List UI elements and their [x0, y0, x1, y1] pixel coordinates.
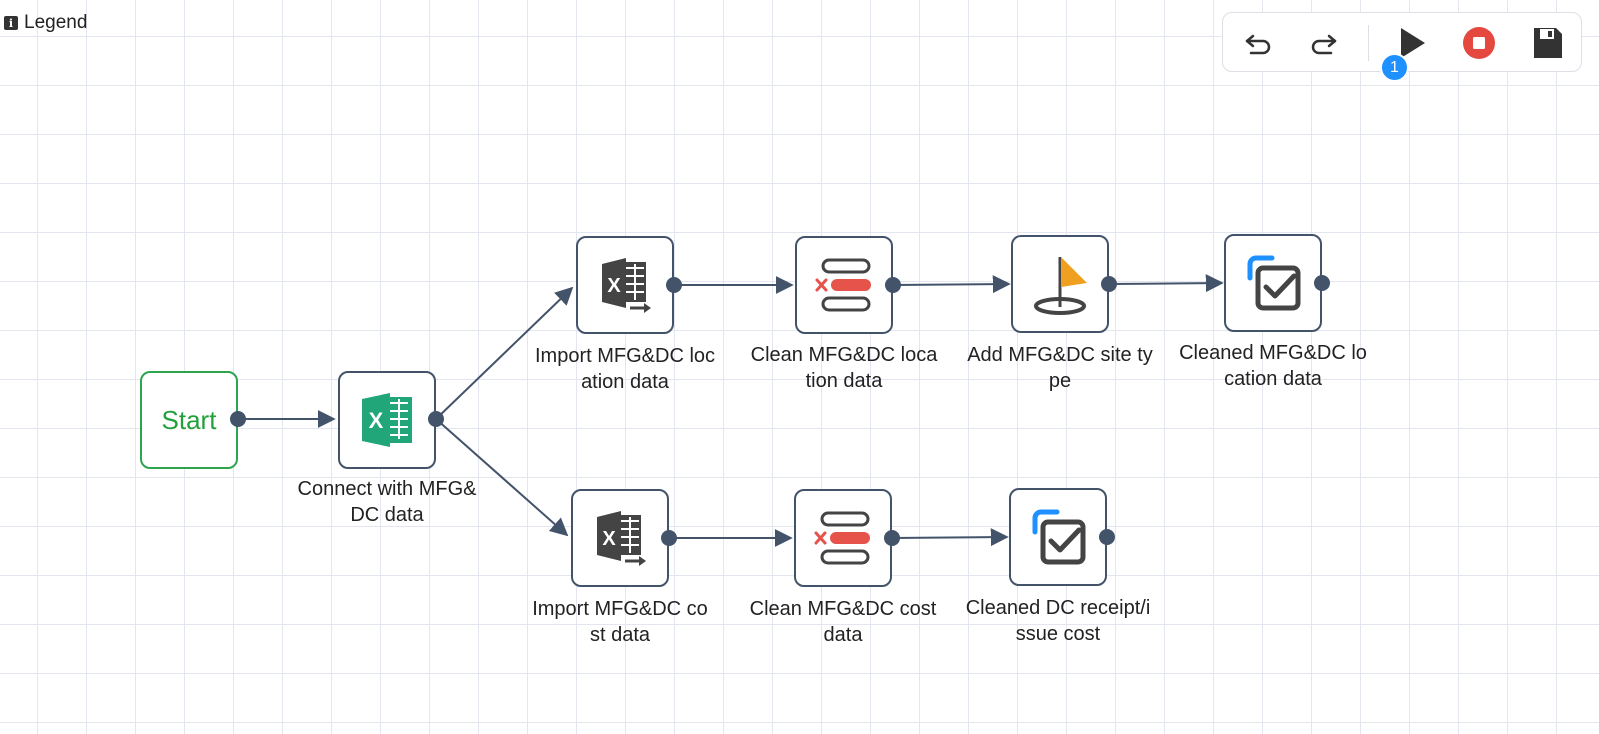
- node-start[interactable]: Start: [140, 371, 238, 469]
- undo-icon: [1245, 34, 1271, 55]
- undo-button[interactable]: [1241, 25, 1277, 61]
- flag-icon: [1034, 257, 1087, 315]
- node-cleaned-location-data[interactable]: [1224, 234, 1322, 332]
- port-connect-out[interactable]: [428, 411, 444, 427]
- node-connect-mfg-dc-data[interactable]: X: [338, 371, 436, 469]
- node-cleaned-cost[interactable]: [1009, 488, 1107, 586]
- save-button[interactable]: [1529, 25, 1565, 61]
- redo-icon: [1311, 34, 1337, 55]
- play-icon: [1401, 28, 1425, 58]
- clean-data-icon: [815, 258, 871, 312]
- edge-clean-location-add-site: [892, 275, 1011, 294]
- excel-import-icon: X: [602, 258, 651, 313]
- port-import-location-out[interactable]: [666, 277, 682, 293]
- node-connect-label: Connect with MFG&DC data: [297, 478, 477, 526]
- run-button[interactable]: [1393, 25, 1429, 61]
- port-add-site-out[interactable]: [1101, 276, 1117, 292]
- redo-button[interactable]: [1305, 25, 1341, 61]
- start-label: Start: [161, 404, 217, 435]
- stop-icon: [1463, 27, 1495, 59]
- node-import-location-data[interactable]: X: [576, 236, 674, 334]
- checked-output-icon: [1247, 255, 1301, 311]
- info-icon: i: [4, 16, 18, 30]
- port-clean-location-out[interactable]: [885, 277, 901, 293]
- port-import-cost-out[interactable]: [661, 530, 677, 546]
- node-import-cost-data[interactable]: X: [571, 489, 669, 587]
- edge-connect-import-location: [435, 286, 574, 420]
- edge-connect-import-cost: [435, 418, 569, 537]
- port-clean-cost-out[interactable]: [884, 530, 900, 546]
- port-cleaned-location-out[interactable]: [1314, 275, 1330, 291]
- legend[interactable]: i Legend: [4, 12, 87, 34]
- node-clean-location-data[interactable]: [795, 236, 893, 334]
- svg-text:X: X: [607, 275, 621, 297]
- save-icon: [1534, 28, 1562, 58]
- node-clean-cost-data[interactable]: [794, 489, 892, 587]
- port-start-out[interactable]: [230, 411, 246, 427]
- stop-button[interactable]: [1461, 25, 1497, 61]
- toolbar-separator: [1368, 25, 1369, 61]
- svg-text:X: X: [369, 408, 384, 433]
- node-add-site-type[interactable]: [1011, 235, 1109, 333]
- excel-import-icon: X: [597, 511, 646, 566]
- svg-text:X: X: [602, 528, 616, 550]
- clean-data-icon: [814, 511, 870, 565]
- port-cleaned-cost-out[interactable]: [1099, 529, 1115, 545]
- run-count-badge: 1: [1380, 53, 1409, 82]
- edge-clean-cost-cleaned-cost: [891, 528, 1009, 547]
- legend-label: Legend: [24, 12, 88, 33]
- checked-output-icon: [1032, 509, 1086, 565]
- excel-icon: X: [362, 393, 412, 447]
- edge-add-site-cleaned-location: [1108, 274, 1224, 293]
